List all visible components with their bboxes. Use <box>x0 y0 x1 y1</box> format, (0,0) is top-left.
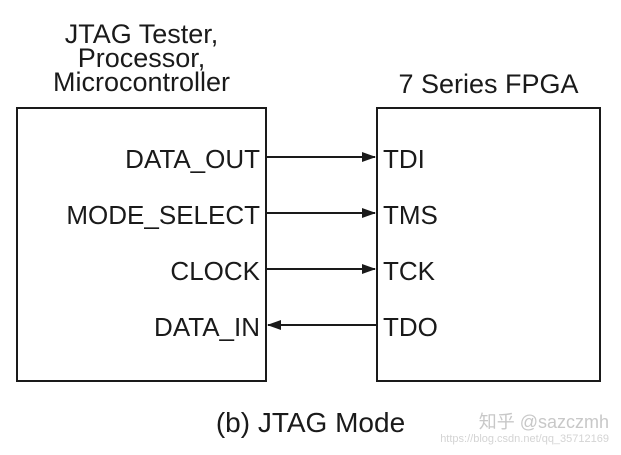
jtag-tester-title-line-2: Processor, <box>77 43 206 73</box>
signal-clock-label: CLOCK <box>170 256 260 286</box>
fpga-block <box>376 107 601 382</box>
signal-tdo-label: TDO <box>383 312 438 342</box>
signal-mode-select-label: MODE_SELECT <box>66 200 260 230</box>
fpga-title: 7 Series FPGA <box>398 69 579 99</box>
jtag-tester-block <box>16 107 267 382</box>
signal-tms-label: TMS <box>383 200 438 230</box>
signal-tdi-label: TDI <box>383 144 425 174</box>
jtag-tester-title-line-1: JTAG Tester, <box>64 19 219 49</box>
signal-tck-label: TCK <box>383 256 435 286</box>
watermark-url: https://blog.csdn.net/qq_35712169 <box>440 433 609 445</box>
watermark: 知乎 @sazczmh https://blog.csdn.net/qq_357… <box>440 412 609 446</box>
diagram-caption: (b) JTAG Mode <box>215 407 406 438</box>
signal-data-in-label: DATA_IN <box>154 312 260 342</box>
jtag-tester-title: JTAG Tester, Processor, Microcontroller <box>16 19 267 97</box>
watermark-main: 知乎 @sazczmh <box>478 412 609 432</box>
signal-data-out-label: DATA_OUT <box>125 144 260 174</box>
jtag-tester-title-line-3: Microcontroller <box>52 67 231 97</box>
